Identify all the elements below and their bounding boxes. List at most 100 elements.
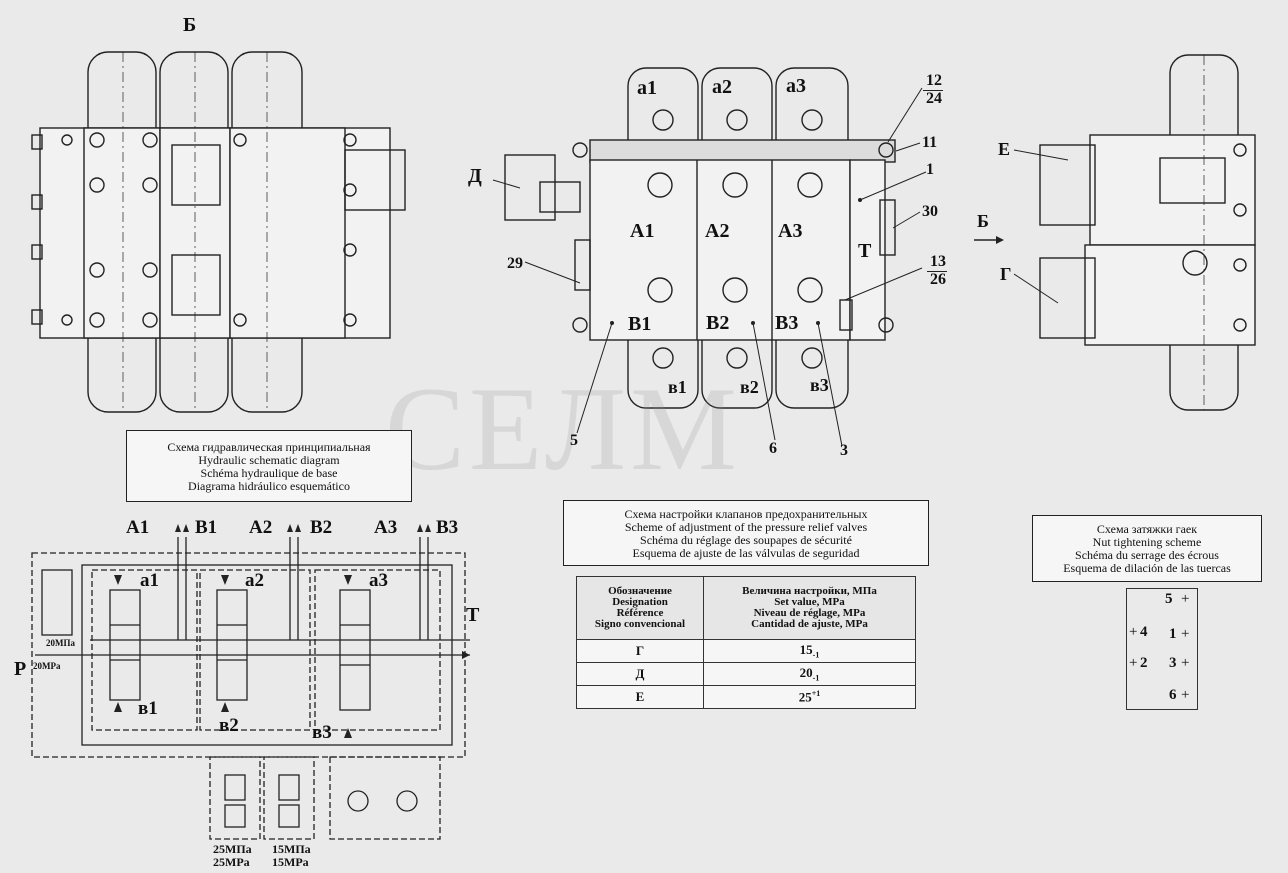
hydraulic-caption-fr: Schéma hydraulique de base: [200, 466, 338, 480]
value: 20: [799, 665, 813, 681]
hydraulic-caption-es: Diagrama hidráulico esquemático: [188, 479, 350, 493]
table-row: Г 15-1: [576, 639, 916, 663]
designation-cell: Г: [576, 639, 704, 663]
header-value-fr: Niveau de réglage, MPa: [753, 607, 866, 619]
callout-3: 3: [840, 442, 848, 459]
tighten-6: 6: [1169, 687, 1177, 703]
schematic-a2: а2: [245, 570, 264, 591]
label-A2: А2: [705, 220, 730, 242]
right-view: [1039, 54, 1256, 411]
label-a3: а3: [786, 75, 806, 97]
port-B2: В2: [310, 517, 333, 538]
pressure-1-en: 25МРа: [213, 855, 250, 869]
port-A1: А1: [126, 517, 150, 538]
left-view: [31, 51, 406, 413]
label-D: Д: [468, 165, 482, 187]
port-A2: А2: [249, 517, 273, 538]
label-B3: В3: [775, 312, 799, 334]
label-b3: в3: [810, 375, 829, 395]
port-P: Р: [14, 658, 27, 680]
callout-30: 30: [922, 203, 938, 220]
pressure-main-en: 20МРа: [33, 661, 61, 671]
label-E: Е: [998, 139, 1011, 159]
crosshair-icon: +: [1181, 687, 1190, 703]
hydraulic-caption-en: Hydraulic schematic diagram: [198, 453, 340, 467]
crosshair-icon: +: [1181, 655, 1190, 671]
label-b1: в1: [668, 377, 687, 397]
pressure-2-ru: 15МПа: [272, 842, 311, 856]
header-designation-es: Signo convencional: [594, 618, 686, 630]
callout-26: 26: [930, 271, 946, 288]
tighten-5: 5: [1165, 591, 1173, 607]
schematic-b2: в2: [219, 715, 239, 736]
crosshair-icon: +: [1181, 626, 1190, 642]
port-A3: А3: [374, 517, 398, 538]
schematic-b1: в1: [138, 698, 158, 719]
table-row: Е 25+1: [576, 685, 916, 709]
header-designation-en: Designation: [612, 596, 668, 608]
crosshair-icon: +: [1129, 624, 1138, 640]
hydraulic-caption: Схема гидравлическая принципиальная Hydr…: [126, 430, 412, 502]
callout-13: 13: [930, 253, 946, 270]
value-cell: 15-1: [703, 639, 916, 663]
label-arrow-b: Б: [977, 211, 989, 231]
tightening-caption: Схема затяжки гаек Nut tightening scheme…: [1032, 515, 1262, 582]
settings-table: Обозначение Designation Référence Signo …: [576, 576, 916, 709]
tightening-caption-ru: Схема затяжки гаек: [1096, 522, 1198, 536]
label-a1: а1: [637, 77, 657, 99]
table-row: Д 20-1: [576, 662, 916, 686]
tighten-3: 3: [1169, 655, 1177, 671]
header-value-es: Cantidad de ajuste, MPa: [751, 618, 868, 630]
value-cell: 20-1: [703, 662, 916, 686]
hydraulic-caption-ru: Схема гидравлическая принципиальная: [167, 440, 371, 454]
view-label-b: Б: [183, 14, 197, 36]
header-designation-fr: Référence: [616, 607, 664, 619]
callout-29: 29: [507, 255, 523, 272]
designation-cell: Д: [576, 662, 704, 686]
header-designation-ru: Обозначение: [608, 585, 672, 597]
hydraulic-schematic: [31, 537, 470, 840]
header-value-en: Set value, MPa: [774, 596, 845, 608]
crosshair-icon: +: [1129, 655, 1138, 671]
watermark: СЕЛМ: [385, 362, 741, 495]
label-b2: в2: [740, 377, 759, 397]
label-A3: А3: [778, 220, 803, 242]
callout-11: 11: [922, 134, 938, 151]
callout-12: 12: [926, 72, 942, 89]
label-a2: а2: [712, 76, 732, 98]
callout-24: 24: [926, 90, 942, 107]
tolerance: -1: [812, 673, 820, 683]
direction-arrow: [974, 236, 1004, 244]
tightening-caption-en: Nut tightening scheme: [1092, 535, 1202, 549]
tolerance: -1: [812, 650, 820, 660]
tighten-1: 1: [1169, 626, 1177, 642]
schematic-b3: в3: [312, 722, 332, 743]
tightening-diagram: 5 4 1 2 3 6 + + + + + +: [1126, 588, 1198, 710]
value: 25: [798, 689, 812, 705]
relief-caption: Схема настройки клапанов предохранительн…: [563, 500, 929, 566]
front-leaders: [492, 87, 927, 447]
front-view: [504, 67, 896, 409]
tighten-2: 2: [1140, 655, 1148, 671]
value: 15: [799, 642, 813, 658]
label-B2: В2: [706, 312, 730, 334]
header-value-ru: Величина настройки, МПа: [742, 585, 877, 597]
callout-13-26-divider: [927, 271, 947, 272]
relief-caption-en: Scheme of adjustment of the pressure rel…: [624, 520, 868, 534]
tightening-caption-es: Esquema de dilación de las tuercas: [1063, 561, 1231, 575]
header-designation: Обозначение Designation Référence Signo …: [576, 576, 704, 640]
pressure-main-ru: 20МПа: [46, 638, 75, 648]
crosshair-icon: +: [1181, 591, 1190, 607]
schematic-a3: а3: [369, 570, 388, 591]
relief-caption-ru: Схема настройки клапанов предохранительн…: [624, 507, 868, 521]
callout-6: 6: [769, 440, 777, 457]
callout-5: 5: [570, 432, 578, 449]
label-T-front: Т: [858, 240, 872, 262]
port-T: Т: [466, 604, 480, 626]
label-G: Г: [1000, 264, 1012, 284]
tolerance: +1: [811, 688, 821, 698]
port-B1: В1: [195, 517, 218, 538]
label-B1: В1: [628, 313, 652, 335]
schematic-a1: а1: [140, 570, 159, 591]
